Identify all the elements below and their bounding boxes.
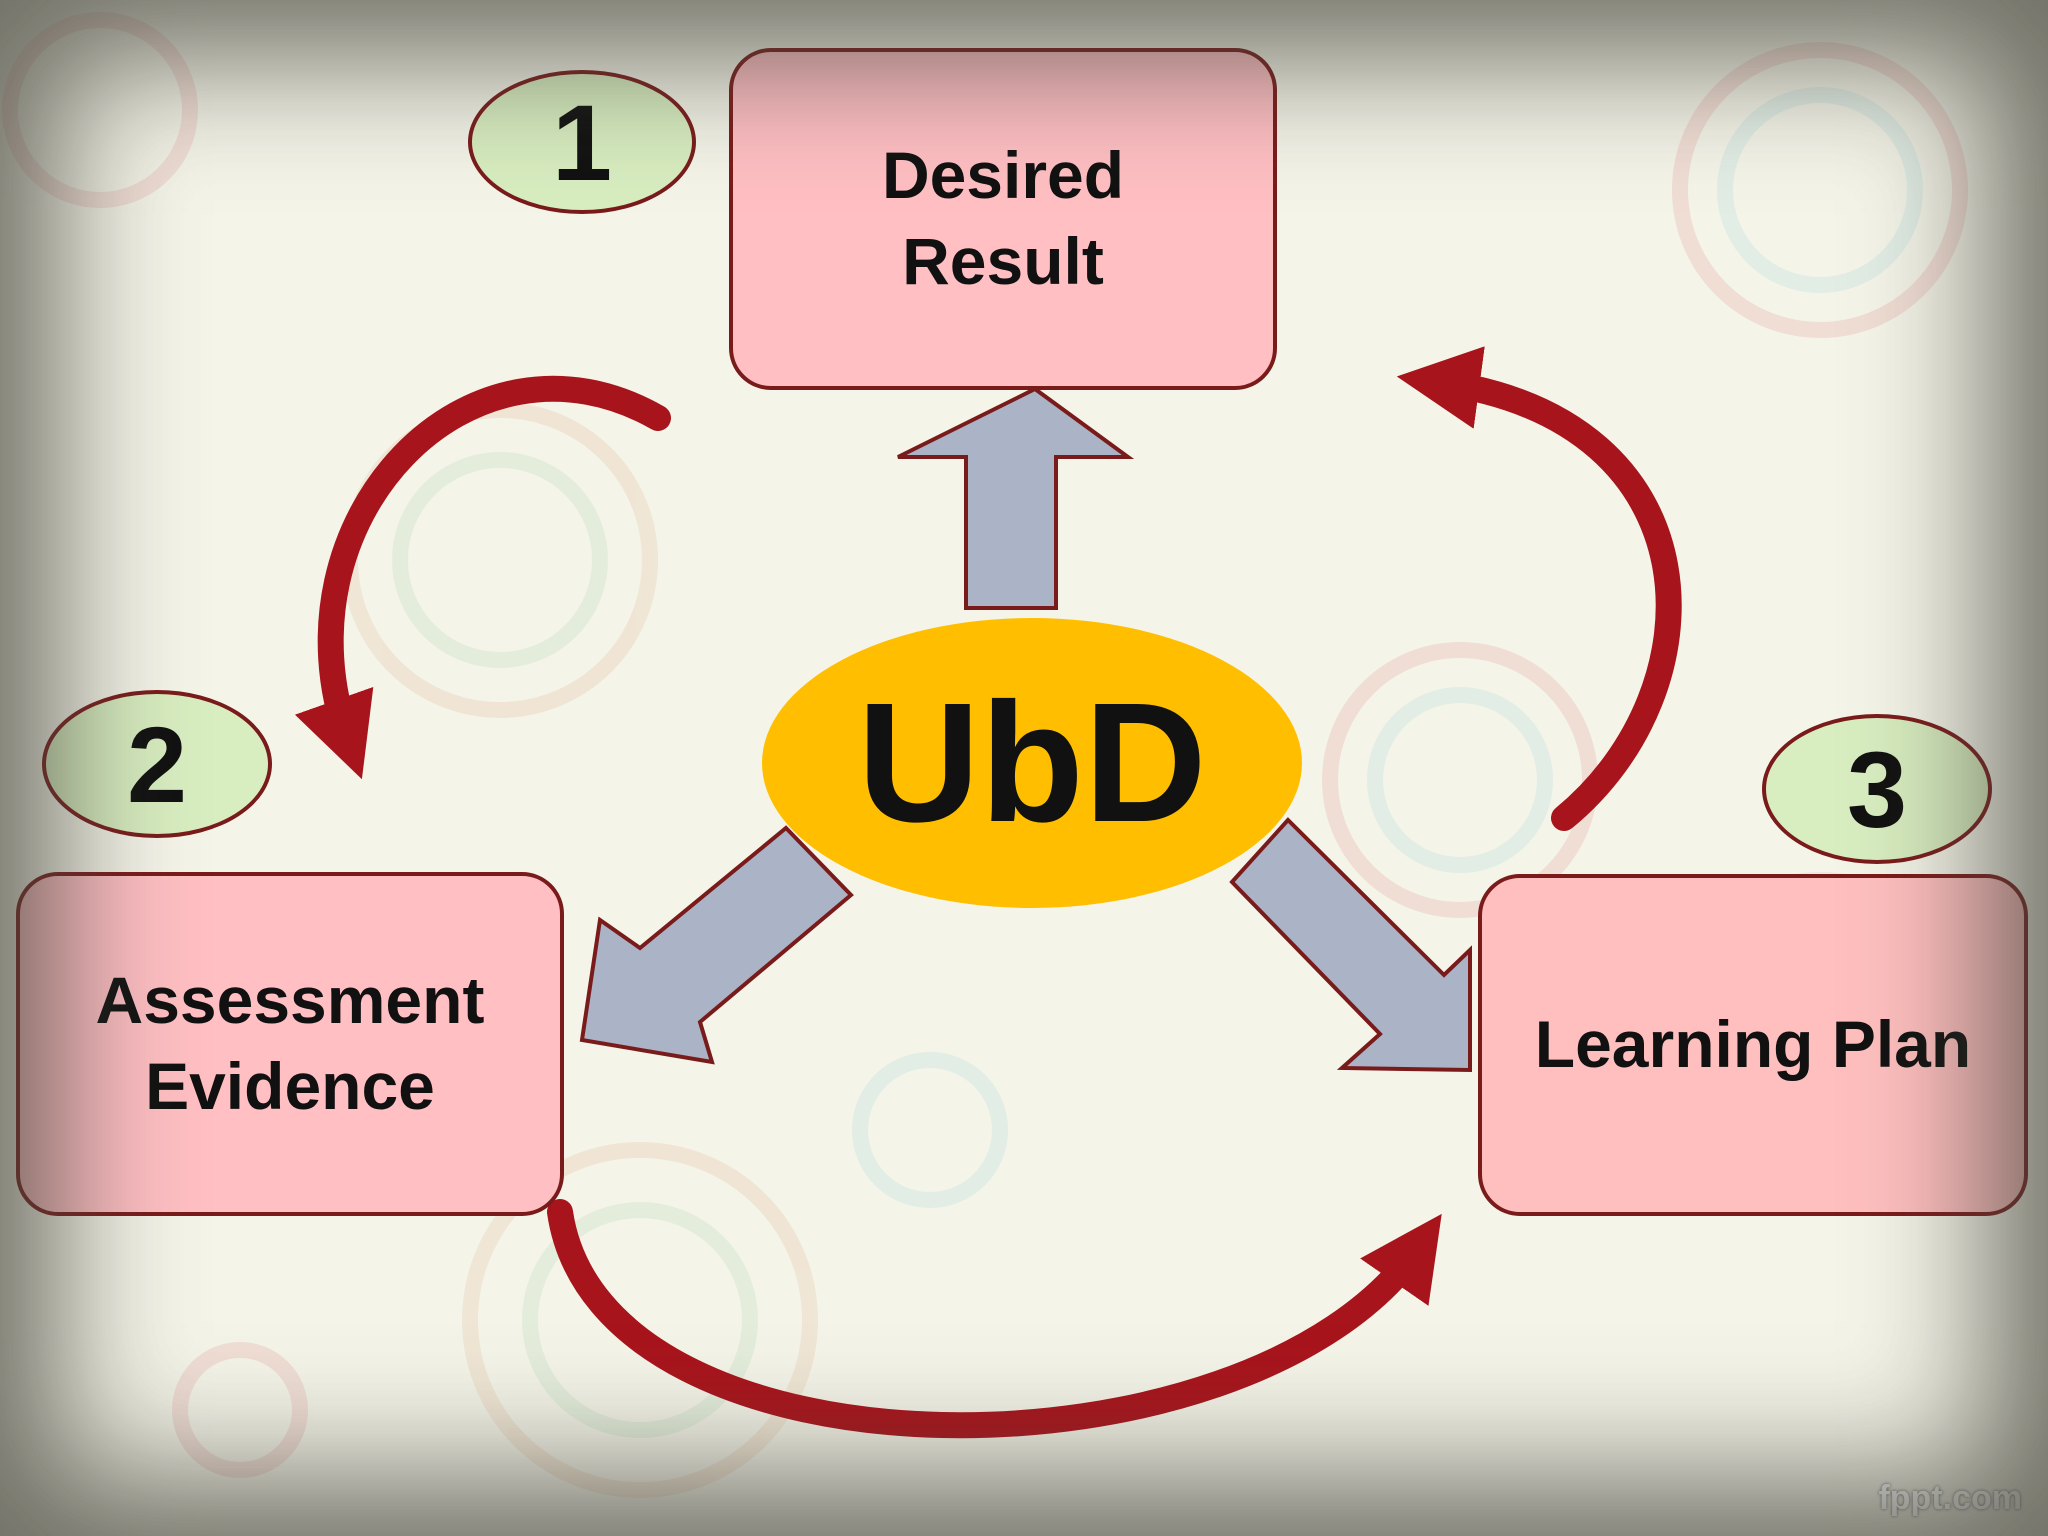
footer-credit: fppt.com bbox=[1878, 1479, 2022, 1517]
hub-arrow-to-assessment-evidence bbox=[579, 825, 854, 1065]
stage-number-badge-2: 2 bbox=[42, 690, 272, 838]
stage-number-3: 3 bbox=[1846, 728, 1908, 850]
cycle-arrow-2-to-3 bbox=[547, 1199, 1442, 1439]
hub-arrow-to-learning-plan bbox=[1229, 817, 1472, 1073]
stage-label-desired-result: Desired Result bbox=[881, 138, 1125, 298]
stage-label-assessment-evidence: Assessment Evidence bbox=[95, 963, 485, 1123]
stage-box-learning-plan: Learning Plan bbox=[1478, 874, 2028, 1216]
cycle-arrow-3-to-1 bbox=[1396, 346, 1682, 831]
cycle-arrow-1-to-2 bbox=[294, 375, 671, 780]
stage-number-1: 1 bbox=[551, 81, 613, 203]
hub-label: UbD bbox=[857, 668, 1207, 858]
hub-arrow-to-desired-result bbox=[897, 386, 1135, 610]
stage-number-badge-1: 1 bbox=[468, 70, 696, 214]
stage-box-assessment-evidence: Assessment Evidence bbox=[16, 872, 564, 1216]
background-pattern bbox=[2, 12, 1988, 1498]
stage-number-badge-3: 3 bbox=[1762, 714, 1992, 864]
hub-ubd: UbD bbox=[762, 618, 1302, 908]
stage-box-desired-result: Desired Result bbox=[729, 48, 1277, 390]
stage-label-learning-plan: Learning Plan bbox=[1534, 1007, 1972, 1082]
stage-number-2: 2 bbox=[126, 703, 188, 825]
